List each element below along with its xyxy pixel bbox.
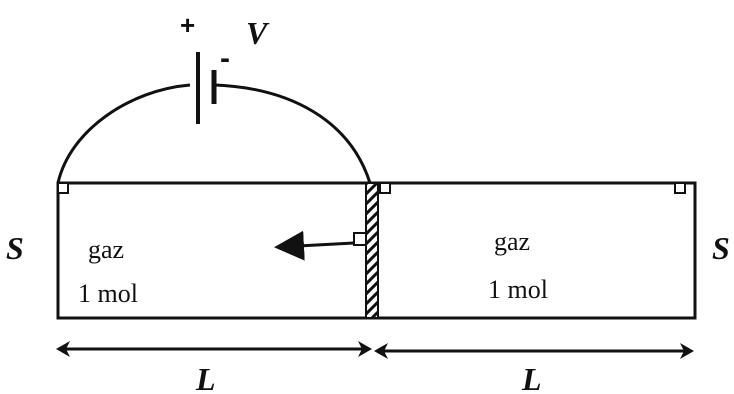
piston-top-contact bbox=[379, 182, 391, 194]
piston-side-contact bbox=[353, 232, 367, 246]
left-gas-label: gaz bbox=[88, 235, 124, 264]
battery-minus-sign: - bbox=[220, 42, 230, 75]
left-amount-label: 1 mol bbox=[78, 279, 138, 308]
right-length-label: L bbox=[521, 361, 542, 394]
piston-motion-arrow bbox=[274, 230, 355, 261]
left-section-label: S bbox=[6, 230, 24, 266]
piston bbox=[365, 182, 379, 319]
right-gas-label: gaz bbox=[494, 227, 530, 256]
battery-symbol bbox=[196, 52, 217, 124]
right-wall-contact bbox=[674, 182, 686, 194]
right-length-dimension bbox=[374, 343, 694, 359]
circuit-wire bbox=[56, 83, 372, 184]
left-length-label: L bbox=[195, 361, 216, 394]
right-section-label: S bbox=[712, 230, 730, 266]
right-amount-label: 1 mol bbox=[488, 275, 548, 304]
left-length-dimension bbox=[56, 341, 372, 357]
left-wall-contact bbox=[57, 182, 69, 194]
voltage-label: V bbox=[246, 15, 270, 51]
battery-plus-sign: + bbox=[180, 10, 195, 40]
